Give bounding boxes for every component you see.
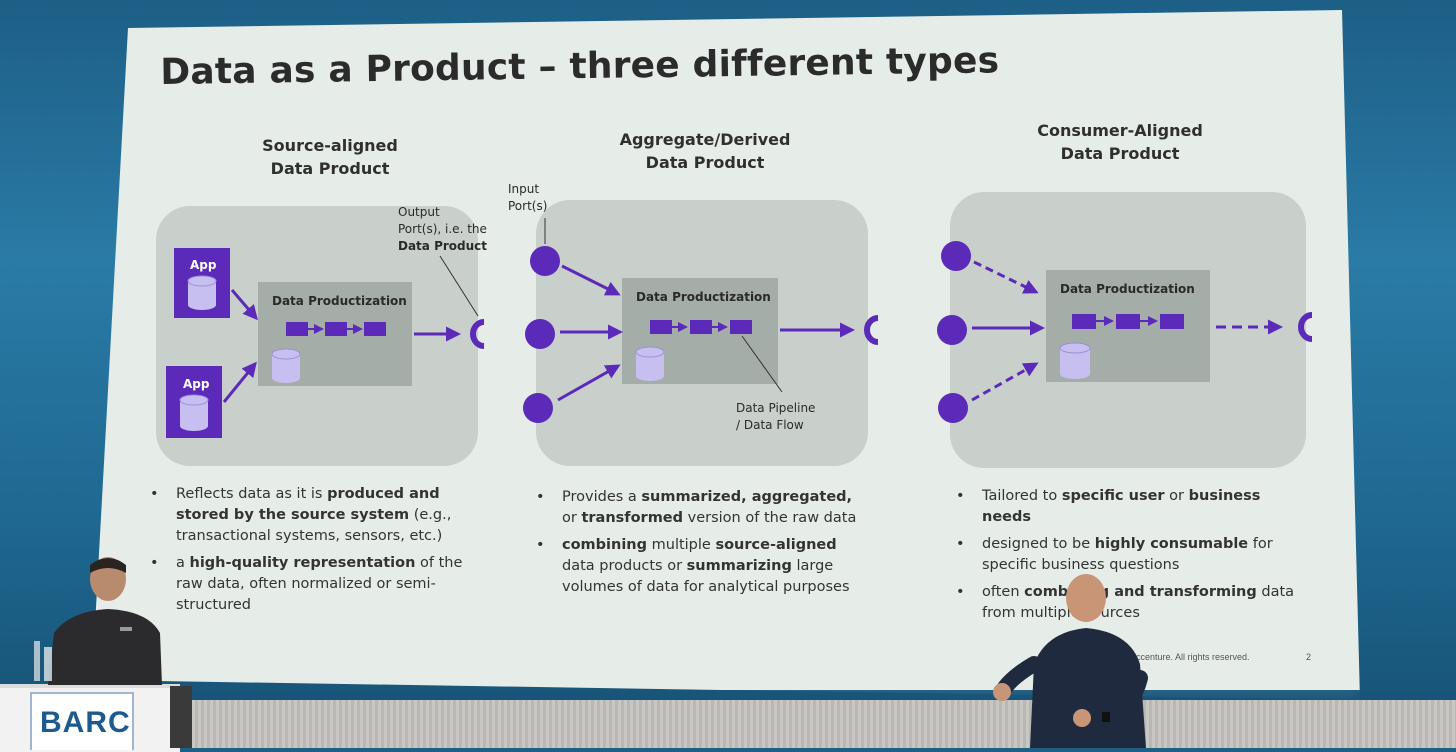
callout-line (439, 255, 479, 317)
input-port-icon (938, 393, 968, 423)
pipeline-step (325, 322, 347, 336)
annotation-line: Port(s), i.e. the (398, 222, 487, 236)
database-icon (188, 300, 216, 310)
annotation-line: Input (508, 182, 540, 196)
bullet-text: often (982, 584, 1025, 600)
flow-arrow-dashed (971, 362, 1039, 402)
box-label: Data Productization (272, 294, 407, 308)
pipeline-step (1160, 314, 1184, 329)
bullet-text: data products or (562, 558, 687, 574)
input-port-icon (937, 315, 967, 345)
annotation-line: Data Pipeline (736, 401, 816, 415)
input-port-icon (523, 393, 553, 423)
flow-arrow (561, 264, 621, 296)
column-title-line: Source-aligned (262, 136, 398, 155)
bullet-text-bold: business needs (982, 488, 1261, 525)
bullet-text: large volumes of data for analytical pur… (562, 558, 850, 595)
speaker-left-figure (34, 557, 162, 685)
bullet-text-bold: summarizing (686, 558, 792, 574)
output-port-icon (1298, 312, 1313, 342)
bullet-text-bold: highly consumable (1094, 536, 1249, 552)
podium-side (170, 686, 192, 748)
pipeline-step (690, 320, 712, 334)
output-port-icon (864, 315, 879, 345)
bullet-item: designed to be highly consumable for spe… (956, 534, 1306, 576)
bullet-item: a high-quality representation of the raw… (150, 553, 480, 616)
input-port-icon (530, 246, 560, 276)
bullet-text: multiple (647, 537, 716, 553)
bullet-text: designed to be (982, 536, 1095, 552)
bullet-item: Tailored to specific user or business ne… (956, 486, 1306, 528)
bullet-item: Provides a summarized, aggregated, or tr… (536, 487, 866, 529)
bullet-text-bold: source-aligned (715, 537, 837, 553)
output-port-annotation: Output Port(s), i.e. the Data Product (398, 204, 487, 255)
stage-floor (0, 700, 1456, 748)
column-title-consumer-aligned: Consumer-Aligned Data Product (1020, 119, 1220, 165)
bullet-text: for specific business questions (982, 536, 1273, 573)
bullet-text-bold: transformed (581, 510, 684, 526)
column-title-line: Aggregate/Derived (619, 130, 791, 149)
box-label: Data Productization (636, 290, 771, 304)
bullet-text-bold: combining (562, 537, 648, 553)
annotation-line: Output (398, 205, 440, 219)
speaker-right-figure (993, 574, 1148, 748)
app-label: App (183, 377, 210, 391)
bullet-text-bold: high-quality representation (189, 555, 416, 571)
bullet-text: a (176, 555, 190, 571)
flow-arrow (557, 364, 621, 402)
annotation-line: Data Product (398, 239, 488, 253)
pipeline-step (286, 322, 308, 336)
app-label: App (190, 258, 217, 272)
bullet-text: of the raw data, often normalized or sem… (176, 555, 463, 613)
annotation-line: / Data Flow (736, 418, 804, 432)
bullet-text-bold: specific user (1061, 488, 1165, 504)
pipeline-step (1072, 314, 1096, 329)
annotation-line: Port(s) (508, 199, 548, 213)
bullet-text: or (1164, 488, 1189, 504)
slide-footer: ccenture. All rights reserved. (1136, 652, 1250, 662)
column-title-line: Data Product (1060, 144, 1180, 163)
column-title-line: Consumer-Aligned (1037, 121, 1203, 140)
bullet-text: Tailored to (982, 488, 1062, 504)
bullet-text: Provides a (562, 489, 642, 505)
pipeline-step (730, 320, 752, 334)
input-port-icon (941, 241, 971, 271)
bullet-list-source-aligned: Reflects data as it is produced and stor… (150, 484, 480, 622)
barc-logo: BARC (40, 706, 131, 739)
bullet-text: or (562, 510, 582, 526)
column-title-line: Data Product (645, 153, 765, 172)
output-port-icon (470, 319, 485, 349)
pipeline-step (364, 322, 386, 336)
logo-frame (30, 692, 134, 750)
column-title-aggregate: Aggregate/Derived Data Product (600, 128, 810, 174)
flow-arrow (222, 361, 257, 403)
input-port-annotation: Input Port(s) (508, 181, 547, 215)
bullet-text: (e.g., transactional systems, sensors, e… (176, 507, 452, 544)
pipeline-step (650, 320, 672, 334)
flow-arrow-dashed (973, 260, 1039, 294)
input-port-icon (525, 319, 555, 349)
pipeline-step (1116, 314, 1140, 329)
callout-line (741, 335, 783, 393)
bullet-text-bold: produced and stored by the source system (176, 486, 440, 523)
column-title-line: Data Product (270, 159, 390, 178)
bullet-text: Reflects data as it is (176, 486, 328, 502)
bullet-text-bold: summarized, aggregated, (641, 489, 853, 505)
bullet-list-aggregate: Provides a summarized, aggregated, or tr… (536, 487, 866, 604)
column-title-source-aligned: Source-aligned Data Product (240, 134, 420, 180)
bullet-item: Reflects data as it is produced and stor… (150, 484, 480, 547)
database-icon (180, 421, 208, 431)
bullet-item: combining multiple source-aligned data p… (536, 535, 866, 598)
bullet-text: version of the raw data (683, 510, 857, 526)
flow-arrow (230, 289, 258, 321)
pipeline-annotation: Data Pipeline / Data Flow (736, 400, 815, 434)
box-label: Data Productization (1060, 282, 1195, 296)
slide-page-number: 2 (1306, 652, 1312, 662)
